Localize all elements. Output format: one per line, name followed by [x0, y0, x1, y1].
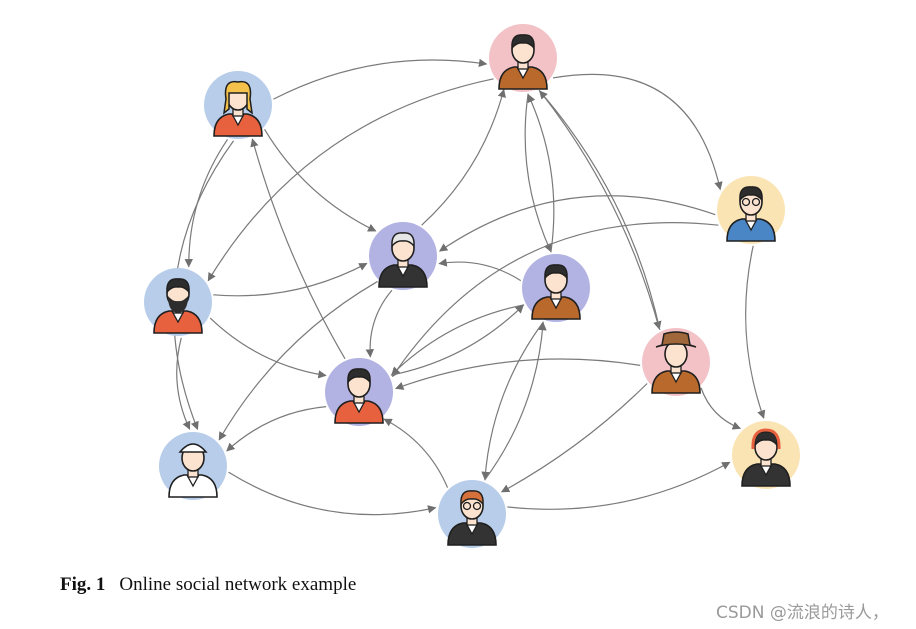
glasses-icon: [462, 501, 472, 511]
avatar-collar: [171, 310, 185, 324]
csdn-watermark: CSDN @流浪的诗人，: [716, 603, 889, 623]
hair-icon: [511, 34, 535, 50]
man-suit-icon: [489, 24, 557, 92]
edge-man-red-to-sailor: [226, 406, 327, 452]
edge-man-red-to-man-brown: [390, 304, 524, 376]
man-red-icon: [325, 358, 393, 426]
edge-cowboy-to-glasses-man: [500, 383, 648, 493]
edge-woman-glasses-to-headset-man: [745, 245, 766, 419]
edge-woman-glasses-to-old-man: [438, 195, 716, 252]
avatar-collar: [744, 218, 758, 232]
avatar-collar: [186, 474, 200, 488]
edge-man-brown-to-old-man: [438, 258, 522, 282]
edge-man-red-to-woman-blonde: [250, 138, 346, 360]
avatar-collar: [669, 370, 683, 384]
edge-old-man-to-sailor: [218, 280, 378, 441]
figure-label: Fig. 1: [60, 574, 106, 595]
edges-layer: [173, 58, 766, 516]
cowboy-hat-icon: [655, 331, 697, 348]
avatar-collar: [549, 296, 563, 310]
edge-cowboy-to-headset-man: [700, 387, 742, 430]
hair-icon: [544, 264, 568, 280]
hair-icon: [222, 80, 254, 115]
nodes-layer: [144, 24, 800, 548]
edge-glasses-man-to-man-red: [383, 418, 449, 488]
figure-caption-text: Online social network example: [119, 574, 357, 595]
hair-icon: [347, 368, 371, 384]
hair-icon: [391, 232, 415, 248]
avatar-collar: [231, 113, 245, 127]
edge-man-brown-to-man-suit-top: [527, 93, 555, 253]
edge-man-brown-to-man-red: [391, 304, 525, 376]
beard-icon: [168, 296, 188, 313]
hair-icon: [166, 278, 190, 294]
woman-glasses-icon: [717, 176, 785, 244]
man-brown-icon: [522, 254, 590, 322]
edge-old-man-to-man-red: [365, 289, 393, 358]
avatar-collar: [516, 66, 530, 80]
headset-icon: [751, 428, 781, 450]
bearded-man-icon: [144, 268, 212, 336]
edge-bearded-man-to-old-man: [213, 262, 368, 297]
sailor-cap-icon: [178, 443, 208, 453]
glasses-icon: [751, 197, 761, 207]
cowboy-icon: [642, 328, 710, 396]
edge-man-suit-top-to-cowboy: [538, 89, 662, 330]
edge-bearded-man-to-sailor: [176, 337, 191, 430]
edge-cowboy-to-man-suit-top: [539, 90, 661, 330]
avatar-collar: [465, 522, 479, 536]
edge-man-brown-to-glasses-man: [481, 321, 544, 481]
woman-blonde-icon: [204, 71, 272, 139]
old-man-icon: [369, 222, 437, 290]
edge-woman-blonde-to-old-man: [264, 128, 377, 232]
hair-icon: [460, 490, 484, 506]
edge-sailor-to-glasses-man: [228, 471, 437, 516]
hair-icon: [739, 186, 763, 202]
edge-woman-blonde-to-man-suit-top: [273, 58, 488, 100]
edge-old-man-to-man-suit-top: [421, 88, 506, 226]
edge-cowboy-to-man-red: [395, 358, 641, 390]
glasses-man-icon: [438, 480, 506, 548]
edge-man-suit-top-to-bearded-man: [207, 78, 494, 282]
edge-man-suit-top-to-woman-glasses: [552, 73, 723, 191]
avatar-collar: [759, 463, 773, 477]
sailor-icon: [159, 432, 227, 500]
avatar-collar: [396, 264, 410, 278]
edge-man-suit-top-to-man-brown: [524, 93, 552, 253]
glasses-icon: [472, 501, 482, 511]
edge-glasses-man-to-man-brown: [484, 321, 547, 481]
avatar-collar: [352, 400, 366, 414]
edge-bearded-man-to-man-red: [209, 317, 327, 379]
figure-caption: Fig. 1 Online social network example: [60, 574, 356, 596]
edge-glasses-man-to-headset-man: [507, 461, 731, 510]
edge-woman-glasses-to-man-red: [392, 222, 719, 378]
headset-man-icon: [732, 421, 800, 489]
glasses-icon: [741, 197, 751, 207]
